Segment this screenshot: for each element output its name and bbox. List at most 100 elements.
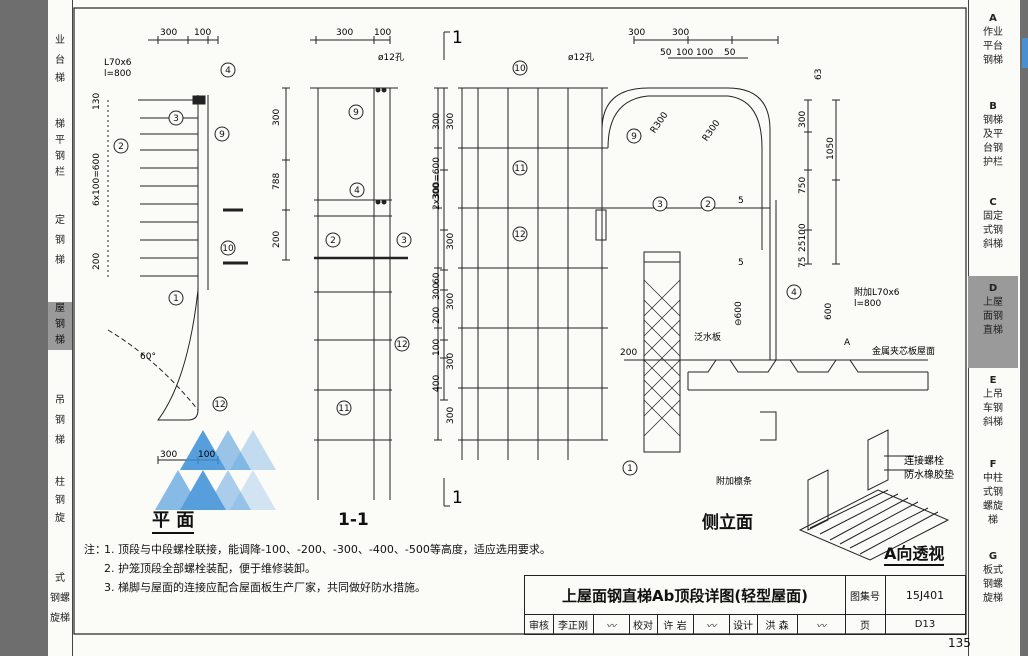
- side-view-label: 侧立面: [702, 513, 753, 533]
- left-tab-8[interactable]: 定: [55, 215, 65, 226]
- left-tab-6[interactable]: 钢: [55, 151, 65, 162]
- plan-bottom-dim-300: 300: [160, 450, 178, 460]
- svg-text:3: 3: [401, 236, 407, 246]
- side-five-2: 5: [738, 258, 744, 268]
- a-perspective-view: [798, 429, 950, 561]
- side-right-dim-75: 75: [798, 256, 808, 268]
- side-elevation-view: [434, 31, 929, 507]
- svg-text:12: 12: [214, 400, 225, 410]
- right-tab-d-letter: D: [988, 283, 998, 294]
- side-left-dim-5: 300: [446, 406, 456, 424]
- side-left-dim-2: 300: [446, 232, 456, 250]
- gasket-label: 防水橡胶垫: [904, 470, 954, 481]
- wall-hatch: [643, 279, 681, 437]
- side-scroll-indicator[interactable]: [1022, 38, 1028, 68]
- purlin-label: 附加檩条: [716, 477, 753, 487]
- left-tab-16[interactable]: 梯: [55, 435, 65, 446]
- right-tab-a-label: 作业 平台 钢梯: [983, 27, 1003, 66]
- svg-text:4: 4: [791, 288, 797, 298]
- left-tab-9[interactable]: 钢: [55, 235, 65, 246]
- right-tab-f-label: 中柱 式钢 螺旋 梯: [983, 473, 1003, 526]
- svg-text:1: 1: [173, 294, 179, 304]
- review-signature: 〰: [593, 614, 630, 634]
- svg-text:2: 2: [705, 200, 711, 210]
- svg-text:11: 11: [514, 164, 525, 174]
- left-tab-21[interactable]: 钢螺: [50, 593, 70, 604]
- left-tab-13[interactable]: 梯: [48, 334, 72, 350]
- left-tab-10[interactable]: 梯: [55, 255, 65, 266]
- left-tab-18[interactable]: 钢: [55, 495, 65, 506]
- svg-text:12: 12: [396, 340, 407, 350]
- plan-angle-60: 60°: [140, 352, 156, 362]
- section-left-dim-300: 300: [272, 108, 282, 126]
- right-tab-b-label: 钢梯 及平 台钢 护栏: [983, 115, 1003, 168]
- side-left-dim-total: 2x300=600: [432, 157, 442, 210]
- page-number: 135: [948, 636, 971, 650]
- left-tab-2[interactable]: 台: [55, 55, 65, 66]
- left-tab-20[interactable]: 式: [55, 573, 65, 584]
- side-right-dim-63: 63: [814, 68, 824, 80]
- side-dim-5: 100: [696, 48, 714, 58]
- side-right-dim-1050: 1050: [826, 137, 836, 160]
- left-tab-15[interactable]: 钢: [55, 415, 65, 426]
- section-right-dim-6: 100: [432, 338, 442, 356]
- plan-dim-100: 100: [194, 28, 212, 38]
- side-right-dim-750: 750: [798, 176, 808, 194]
- drawing-sheet: 业 台 梯 梯 平 钢 栏 定 钢 梯 屋 钢 梯 吊 钢 梯 柱 钢 旋 式 …: [48, 0, 1020, 656]
- left-tab-19[interactable]: 旋: [55, 513, 65, 524]
- svg-text:4: 4: [225, 66, 231, 76]
- side-dim-6: 50: [724, 48, 736, 58]
- left-tab-3[interactable]: 梯: [55, 73, 65, 84]
- svg-text:12: 12: [514, 230, 525, 240]
- right-tab-a[interactable]: A 作业 平台 钢梯: [968, 12, 1018, 88]
- side-right-dim-300: 300: [798, 110, 808, 128]
- flashing-label: 泛水板: [694, 333, 722, 343]
- svg-text:3: 3: [657, 200, 663, 210]
- atlas-label: 图集号: [845, 576, 886, 615]
- left-tab-5[interactable]: 平: [55, 135, 65, 146]
- left-tab-14[interactable]: 吊: [55, 395, 65, 406]
- plan-view-label: 平 面: [152, 506, 195, 534]
- right-tab-e[interactable]: E 上吊 车钢 斜梯: [968, 374, 1018, 444]
- side-angle-note: 附加L70x6 l=800: [854, 288, 900, 309]
- plan-dim-200: 200: [92, 252, 102, 270]
- left-tab-12[interactable]: 钢: [48, 318, 72, 334]
- check-label: 校对: [629, 614, 658, 634]
- side-dim-1: 300: [628, 28, 646, 38]
- watermark-logo: [155, 430, 276, 510]
- right-tab-g-label: 板式 钢螺 旋梯: [983, 565, 1003, 604]
- review-label: 审核: [525, 614, 554, 634]
- section-right-dim-4: 60: [432, 272, 442, 284]
- plan-view: [107, 36, 248, 464]
- note-2: 2. 护笼顶段全部螺栓装配，便于维修装卸。: [104, 562, 316, 575]
- left-tab-7[interactable]: 栏: [55, 167, 65, 178]
- side-dim-4: 100: [676, 48, 694, 58]
- note-3: 3. 梯脚与屋面的连接应配合屋面板生产厂家，共同做好防水措施。: [104, 581, 426, 594]
- side-left-dim-4: 300: [446, 352, 456, 370]
- section-mark-bottom: 1: [452, 488, 463, 508]
- left-tab-11[interactable]: 屋: [48, 302, 72, 318]
- svg-text:4: 4: [354, 186, 360, 196]
- right-tab-e-label: 上吊 车钢 斜梯: [983, 389, 1003, 428]
- section-right-dim-5: 200: [432, 306, 442, 324]
- left-tab-17[interactable]: 柱: [55, 477, 65, 488]
- right-tab-a-letter: A: [989, 13, 997, 24]
- left-tab-22[interactable]: 旋梯: [50, 613, 70, 624]
- svg-text:10: 10: [222, 244, 234, 254]
- section-right-dim-7: 400: [432, 374, 442, 392]
- side-five-1: 5: [738, 196, 744, 206]
- right-tab-e-letter: E: [989, 375, 997, 386]
- left-tab-4[interactable]: 梯: [55, 119, 65, 130]
- plan-bottom-dim-100: 100: [198, 450, 216, 460]
- note-1: 注：1. 顶段与中段螺栓联接，能调降-100、-200、-300、-400、-5…: [84, 540, 564, 559]
- section-view-label: 1-1: [338, 510, 369, 530]
- left-tab-1[interactable]: 业: [55, 35, 65, 46]
- svg-text:2: 2: [118, 142, 124, 152]
